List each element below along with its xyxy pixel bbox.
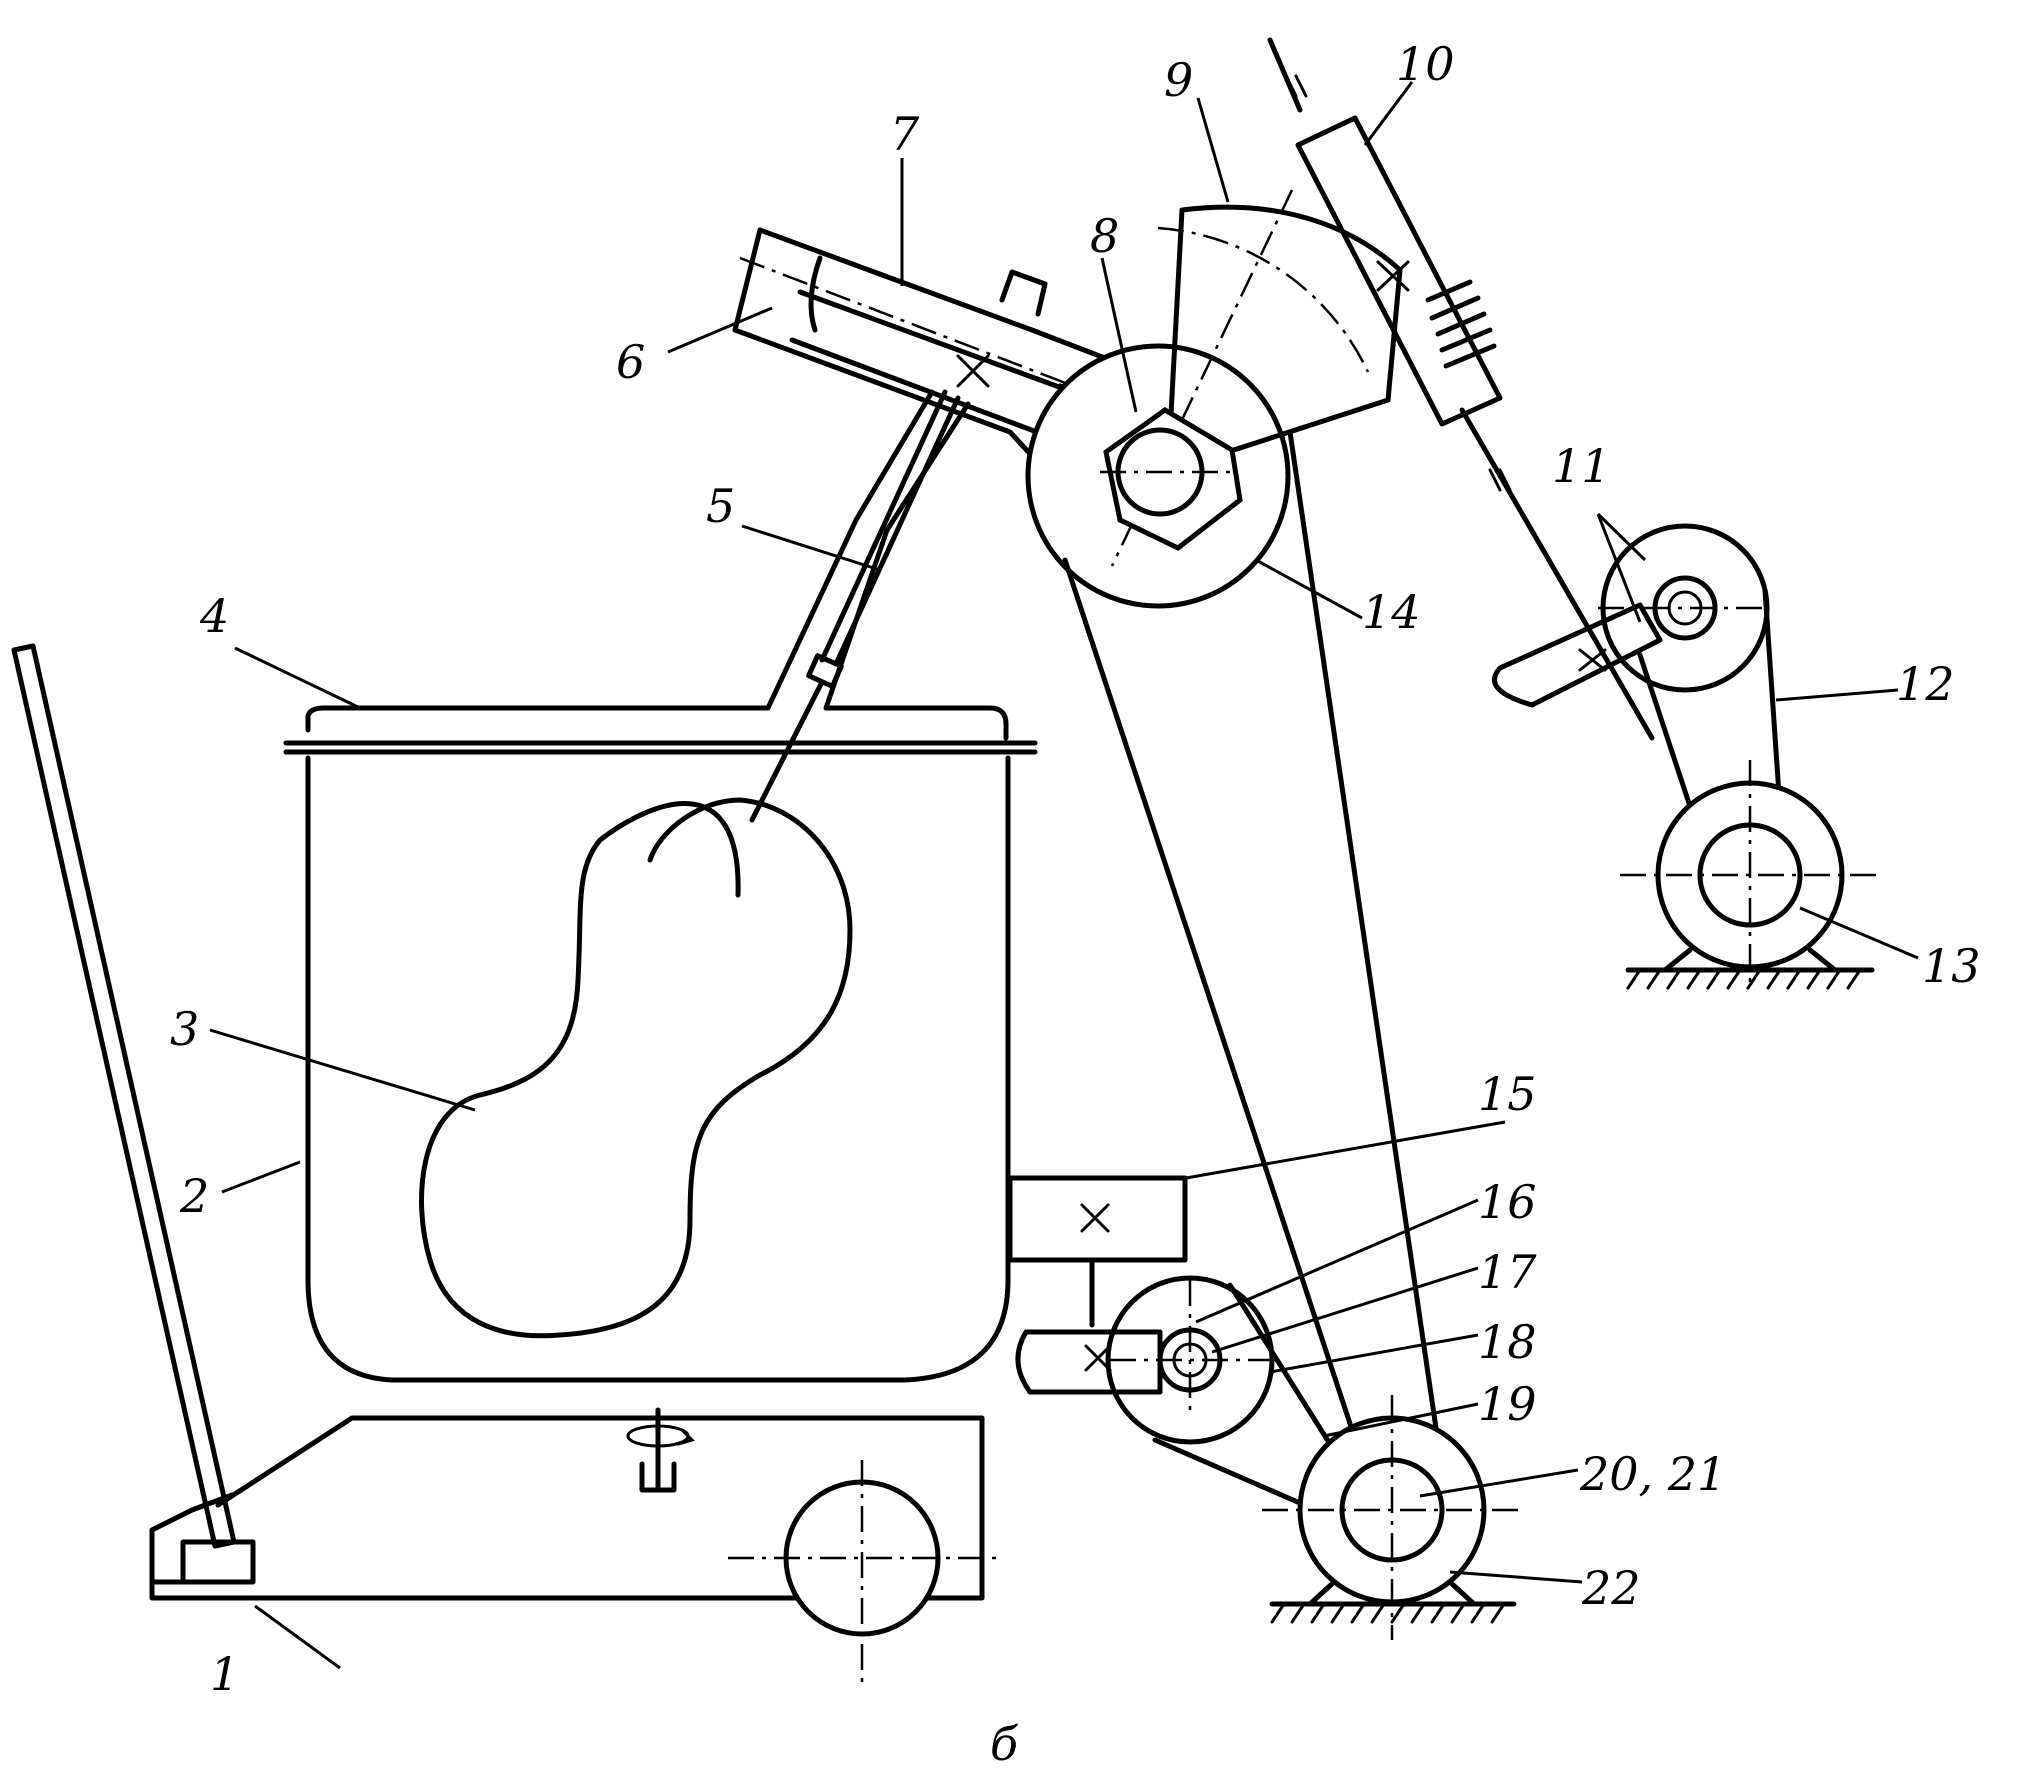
- label-7: 7: [890, 107, 920, 161]
- mixing-bowl: [283, 740, 1038, 1383]
- label-2: 2: [179, 1169, 209, 1223]
- label-1: 1: [210, 1647, 239, 1701]
- main-belt: [1062, 429, 1451, 1513]
- label-12: 12: [1896, 657, 1955, 711]
- label-15: 15: [1478, 1067, 1537, 1121]
- label-6: 6: [616, 335, 645, 389]
- label-3: 3: [170, 1002, 199, 1056]
- dough-mass: [419, 797, 853, 1339]
- trolley-base: [149, 1407, 1000, 1686]
- label-22: 22: [1581, 1561, 1641, 1615]
- lever-handle: [11, 643, 256, 1585]
- label-9: 9: [1164, 53, 1193, 107]
- label-14: 14: [1362, 585, 1421, 639]
- right-drive: [1492, 523, 1880, 990]
- label-4: 4: [199, 589, 229, 643]
- part-labels: 1 2 3 4 5 6 7 8 9 10 11 12 13 14 15 16 1…: [170, 37, 1981, 1771]
- label-20-21: 20, 21: [1579, 1447, 1726, 1501]
- label-10: 10: [1396, 37, 1455, 91]
- label-16: 16: [1478, 1175, 1537, 1229]
- leader-lines: [209, 81, 1919, 1670]
- bottom-pulley: [1262, 1395, 1522, 1640]
- label-11: 11: [1552, 439, 1611, 493]
- figure-caption: б: [990, 1717, 1019, 1771]
- rack-slider: [1267, 37, 1655, 741]
- bowl-lid: [305, 517, 1009, 741]
- motor-bracket: [1007, 1175, 1188, 1328]
- label-19: 19: [1478, 1377, 1537, 1431]
- label-8: 8: [1090, 209, 1119, 263]
- label-5: 5: [706, 479, 735, 533]
- stirrer-shaft: [749, 389, 971, 823]
- lower-drive: [1015, 1275, 1343, 1513]
- label-17: 17: [1478, 1245, 1537, 1299]
- label-18: 18: [1478, 1315, 1537, 1369]
- pivot-bearing: [1100, 407, 1243, 551]
- label-13: 13: [1922, 939, 1981, 993]
